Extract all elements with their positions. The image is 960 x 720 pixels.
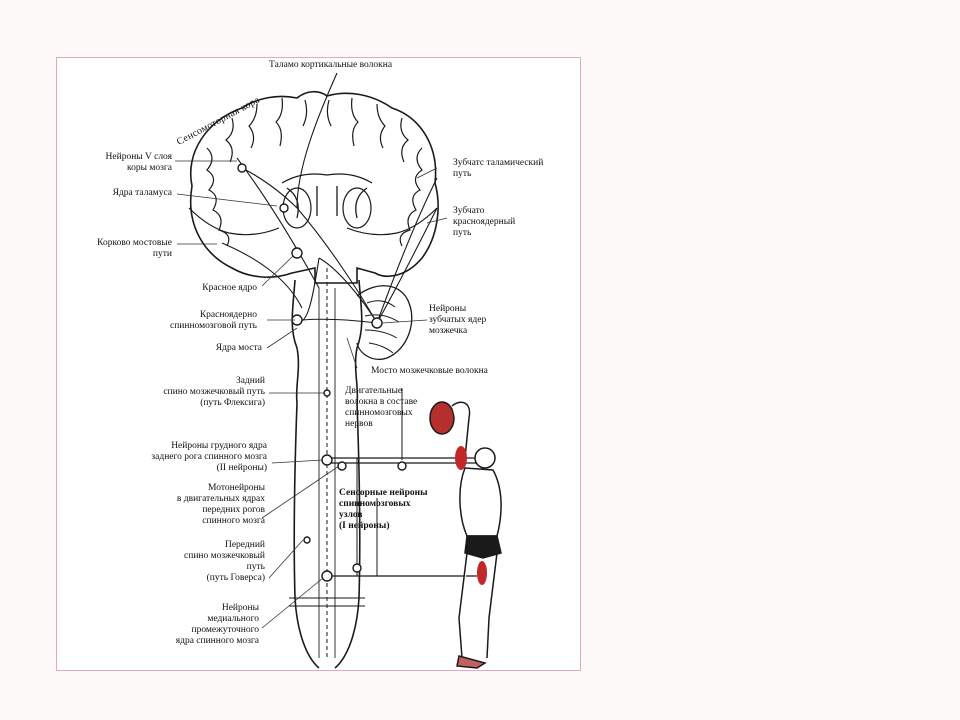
neuron-thoracic	[321, 454, 333, 466]
label-thoracic-nucleus: Нейроны грудного ядра заднего рога спинн…	[151, 441, 267, 473]
cerebellum-folia	[364, 300, 400, 354]
label-neurons-v-layer: Нейроны V слоя коры мозга	[105, 152, 172, 173]
temporal-lobe-right	[346, 207, 438, 236]
label-pontine-nuclei: Ядра моста	[215, 343, 262, 353]
temporal-lobe-left	[188, 207, 280, 236]
kettlebell	[429, 401, 455, 435]
neuron-thalamus	[279, 203, 289, 213]
neuron-dentate	[371, 317, 383, 329]
brain-gyri-left	[206, 97, 308, 247]
raised-arm	[451, 401, 471, 459]
cortico-spinal-fiber	[236, 157, 320, 289]
label-dentato-rubral: Зубчато красноядерный путь	[453, 206, 516, 238]
thalamus-right	[342, 187, 372, 229]
brain-gyri-right	[326, 97, 423, 247]
label-motor-fibers: Двигательные волокна в составе спинномоз…	[345, 386, 418, 429]
diagram-frame: Таламо кортикальные волокна Сенсомоторна…	[56, 57, 581, 671]
nervous-pathways-illustration	[175, 72, 502, 669]
label-sensory-neurons: Сенсорные нейроны спинномозговых узлов (…	[339, 488, 428, 531]
label-medial-intermediate: Нейроны медиального промежуточного ядра …	[175, 603, 259, 646]
label-anterior-spinocerebellar: Передний спино мозжечковый путь (путь Го…	[184, 540, 265, 583]
arm-muscle-highlight	[455, 446, 467, 470]
label-thalamo-cortical: Таламо кортикальные волокна	[269, 60, 393, 70]
cortico-pontine-fiber	[221, 242, 303, 309]
label-cortico-pontine: Корково мостовые пути	[97, 238, 172, 259]
dentato-rubral-fiber	[318, 207, 438, 324]
shorts	[464, 535, 502, 559]
ventricles	[281, 173, 373, 219]
neuron-red-nucleus	[291, 247, 303, 259]
head	[474, 447, 496, 469]
neuron-cortex	[237, 163, 247, 173]
neuron-motor	[337, 461, 347, 471]
brainstem	[291, 279, 363, 404]
feet	[456, 655, 487, 669]
neuron-sensory-ganglion-upper	[397, 461, 407, 471]
neuron-sensory-ganglion-lower	[352, 563, 362, 573]
thalamo-cortical-fiber	[241, 72, 338, 209]
torso	[459, 467, 502, 537]
human-figure	[429, 401, 502, 669]
cerebellum	[356, 285, 413, 360]
neuron-anterior-tract	[303, 536, 311, 544]
label-dentate-neurons: Нейроны зубчатых ядер мозжечка	[429, 304, 487, 336]
label-motoneurons: Мотонейроны в двигательных ядрах передни…	[176, 483, 265, 526]
label-rubrospinal: Красноядерно спинномозговой путь	[170, 310, 257, 331]
ponto-cerebellar-fiber	[301, 318, 378, 324]
neuron-medial-intermediate	[321, 570, 333, 582]
legs	[458, 552, 498, 659]
label-ponto-cerebellar: Мосто мозжечковые волокна	[371, 366, 488, 376]
label-thalamus-nuclei: Ядра таламуса	[112, 188, 172, 198]
brain-outline	[189, 90, 439, 284]
label-dentato-thalamic: Зубчатс таламический путь	[453, 158, 544, 179]
label-posterior-spinocerebellar: Задний спино мозжечковый путь (путь Флек…	[163, 376, 265, 408]
leg-muscle-highlight	[477, 561, 487, 585]
label-red-nucleus: Красное ядро	[202, 283, 257, 293]
